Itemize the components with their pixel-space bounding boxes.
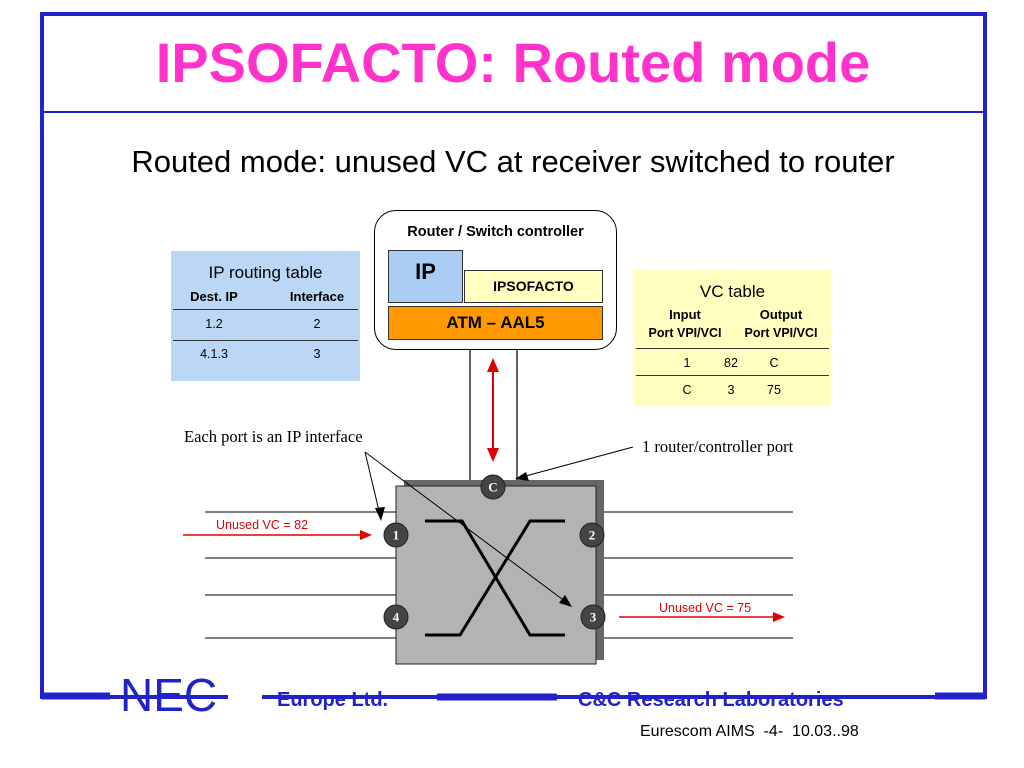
vc-cell: 1 — [683, 356, 691, 370]
routing-cell: 2 — [313, 317, 321, 331]
port-2[interactable]: 2 — [579, 522, 605, 548]
unused-vc-out-label: Unused VC = 75 — [659, 601, 752, 615]
footer-europe: Europe Ltd. — [277, 689, 389, 711]
svg-text:C: C — [488, 480, 497, 495]
annotation-arrow-portc — [521, 446, 634, 478]
footer-lab: C&C Research Laboratories — [578, 689, 844, 711]
atm-layer-box: ATM – AAL5 — [388, 306, 603, 340]
port-1[interactable]: 1 — [383, 522, 409, 548]
vc-cell: 3 — [727, 383, 735, 397]
svg-text:1: 1 — [393, 528, 400, 543]
page-subtitle: Routed mode: unused VC at receiver switc… — [131, 144, 895, 179]
vc-cell: C — [769, 356, 779, 370]
router-port-annotation: 1 router/controller port — [642, 437, 794, 456]
annotation-arrow-port3 — [364, 451, 567, 603]
svg-text:4: 4 — [393, 610, 400, 625]
port-4[interactable]: 4 — [383, 604, 409, 630]
each-port-annotation: Each port is an IP interface — [184, 427, 363, 446]
controller-label: Router / Switch controller — [407, 224, 584, 240]
vc-header-output: Output — [759, 307, 803, 322]
annotation-arrow-port1 — [364, 451, 381, 516]
svg-text:3: 3 — [590, 610, 597, 625]
vc-table: VC table Input Output Port VPI/VCI Port … — [634, 270, 831, 406]
routing-header-interface: Interface — [289, 289, 345, 304]
routing-header-dest: Dest. IP — [190, 289, 238, 304]
nec-logo: NEC — [120, 669, 218, 721]
unused-vc-in-label: Unused VC = 82 — [216, 518, 309, 532]
svg-text:2: 2 — [589, 528, 596, 543]
vc-table-title: VC table — [699, 282, 766, 301]
vc-cell: 75 — [767, 383, 781, 397]
vc-cell: C — [682, 383, 692, 397]
ipsofacto-layer-box: IPSOFACTO — [464, 270, 603, 303]
routing-table-title: IP routing table — [208, 263, 323, 282]
page-title: IPSOFACTO: Routed mode — [155, 31, 871, 94]
ip-routing-table: IP routing table Dest. IP Interface 1.2 … — [171, 251, 360, 381]
routing-cell: 3 — [313, 347, 321, 361]
port-3[interactable]: 3 — [580, 604, 606, 630]
vc-subheader-output: Port VPI/VCI — [744, 326, 818, 340]
vc-header-input: Input — [669, 307, 701, 322]
ip-layer-box: IP — [388, 250, 463, 303]
vc-cell: 82 — [724, 356, 738, 370]
vc-subheader-input: Port VPI/VCI — [648, 326, 722, 340]
routing-cell: 1.2 — [205, 317, 223, 331]
port-c[interactable]: C — [480, 474, 506, 500]
footer-meta: Eurescom AIMS -4- 10.03..98 — [640, 723, 859, 740]
routing-cell: 4.1.3 — [200, 347, 228, 361]
switch-path-4-2 — [425, 519, 565, 637]
